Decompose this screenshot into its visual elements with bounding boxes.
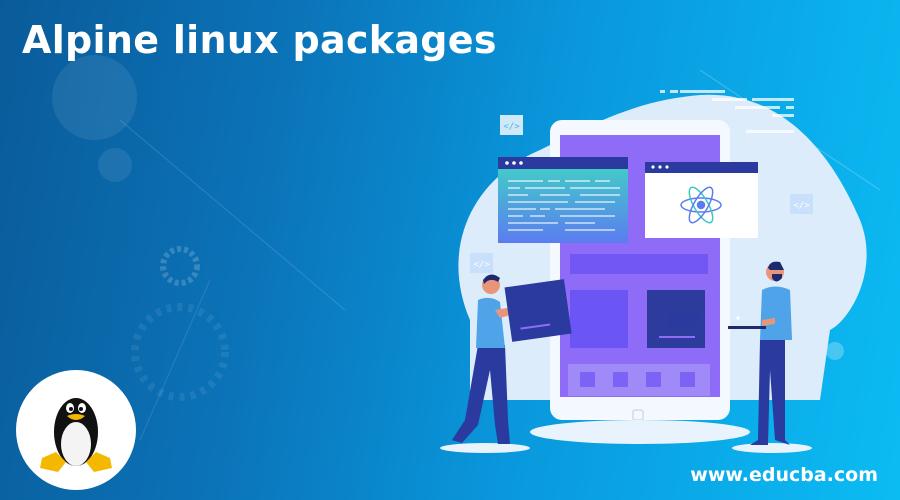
decor-line bbox=[119, 119, 346, 311]
linux-tux-icon bbox=[40, 398, 112, 472]
laptop-icon bbox=[667, 310, 766, 329]
decor-line bbox=[139, 279, 211, 441]
man-with-laptop bbox=[667, 261, 812, 453]
page-title: Alpine linux packages bbox=[22, 18, 497, 62]
svg-text:</>: </> bbox=[473, 260, 490, 270]
man-holding-card bbox=[440, 274, 572, 453]
code-tag-icon: </> bbox=[500, 115, 523, 135]
held-card bbox=[504, 279, 572, 342]
code-tag-icon: </> bbox=[790, 194, 813, 214]
decor-circle-small bbox=[98, 148, 132, 182]
code-lines bbox=[660, 90, 794, 133]
website-url[interactable]: www.educba.com bbox=[690, 464, 878, 486]
react-atom-icon bbox=[680, 186, 722, 224]
gear-icon bbox=[160, 246, 200, 286]
react-window bbox=[645, 162, 758, 238]
svg-text:</>: </> bbox=[793, 201, 810, 211]
svg-text:</>: </> bbox=[503, 122, 520, 132]
linux-logo-badge bbox=[16, 370, 136, 490]
phone-shadow bbox=[530, 420, 750, 444]
code-window bbox=[498, 157, 628, 243]
gear-icon bbox=[131, 303, 229, 401]
decor-circle-large bbox=[52, 55, 137, 140]
decor-circle-right2 bbox=[826, 342, 844, 360]
code-tag-icon: </> bbox=[470, 253, 493, 273]
